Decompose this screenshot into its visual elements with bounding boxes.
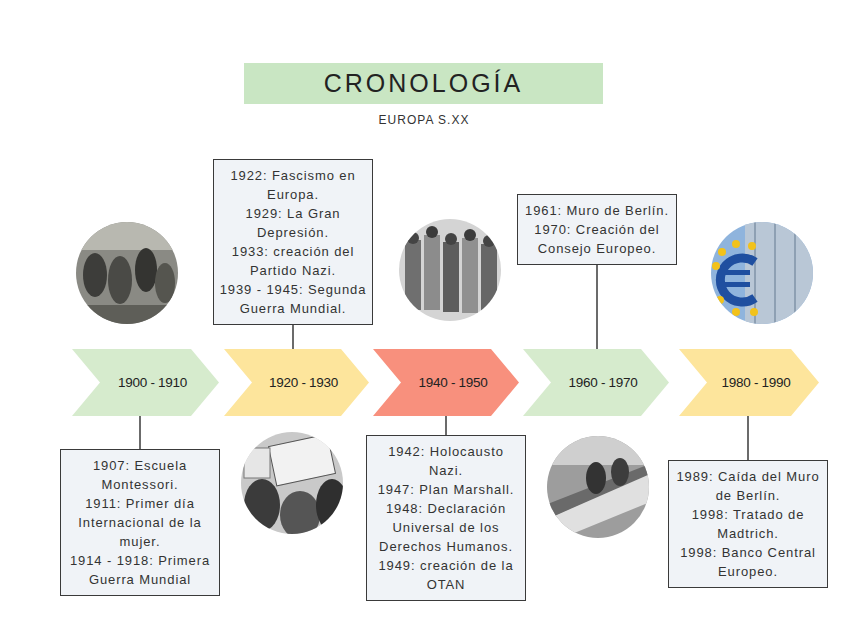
event-box: 1942: Holocausto Nazi.1947: Plan Marshal… — [366, 435, 526, 601]
euro-sculpture-photo — [708, 220, 818, 330]
event-text: 1961: Muro de Berlín. — [523, 201, 671, 220]
connector-line — [292, 325, 294, 349]
decade-label: 1920 - 1930 — [224, 349, 369, 416]
event-text: 1998: Banco Central Europeo. — [674, 543, 822, 581]
event-box: 1907: Escuela Montessori.1911: Primer dí… — [60, 449, 220, 596]
event-text: 1998: Tratado de Madtrich. — [674, 505, 822, 543]
connector-line — [445, 416, 447, 435]
event-text: 1948: Declaración Universal de los Derec… — [372, 499, 520, 556]
camp-photo — [395, 215, 505, 325]
event-box: 1961: Muro de Berlín.1970: Creación del … — [517, 194, 677, 265]
event-text: 1929: La Gran Depresión. — [219, 204, 367, 242]
decade-chevron: 1980 - 1990 — [679, 349, 819, 416]
decade-chevron: 1920 - 1930 — [224, 349, 369, 416]
connector-line — [596, 265, 598, 349]
decade-label: 1960 - 1970 — [523, 349, 669, 416]
decade-label: 1900 - 1910 — [72, 349, 219, 416]
event-text: 1947: Plan Marshall. — [372, 480, 520, 499]
event-text: 1942: Holocausto Nazi. — [372, 442, 520, 480]
event-box: 1989: Caída del Muro de Berlín.1998: Tra… — [668, 460, 828, 588]
decade-label: 1940 - 1950 — [373, 349, 519, 416]
decade-chevron: 1960 - 1970 — [523, 349, 669, 416]
trench-photo — [70, 220, 190, 335]
event-text: 1933: creación del Partido Nazi. — [219, 242, 367, 280]
event-text: 1939 - 1945: Segunda Guerra Mundial. — [219, 280, 367, 318]
decade-label: 1980 - 1990 — [679, 349, 819, 416]
event-text: 1989: Caída del Muro de Berlín. — [674, 467, 822, 505]
title-text: CRONOLOGÍA — [324, 69, 523, 98]
event-text: 1914 - 1918: Primera Guerra Mundial — [66, 551, 214, 589]
connector-line — [139, 416, 141, 449]
connector-line — [747, 416, 749, 460]
decade-chevron: 1900 - 1910 — [72, 349, 219, 416]
berlin-wall-photo — [545, 435, 655, 545]
subtitle-label: EUROPA S.XX — [300, 113, 548, 127]
event-text: 1911: Primer día Internacional de la muj… — [66, 494, 214, 551]
event-text: 1907: Escuela Montessori. — [66, 456, 214, 494]
event-text: 1949: creación de la OTAN — [372, 556, 520, 594]
title-band: CRONOLOGÍA — [244, 63, 603, 104]
event-box: 1922: Fascismo en Europa.1929: La Gran D… — [213, 159, 373, 325]
protest-photo — [240, 430, 350, 540]
decade-chevron: 1940 - 1950 — [373, 349, 519, 416]
event-text: 1922: Fascismo en Europa. — [219, 166, 367, 204]
event-text: 1970: Creación del Consejo Europeo. — [523, 220, 671, 258]
